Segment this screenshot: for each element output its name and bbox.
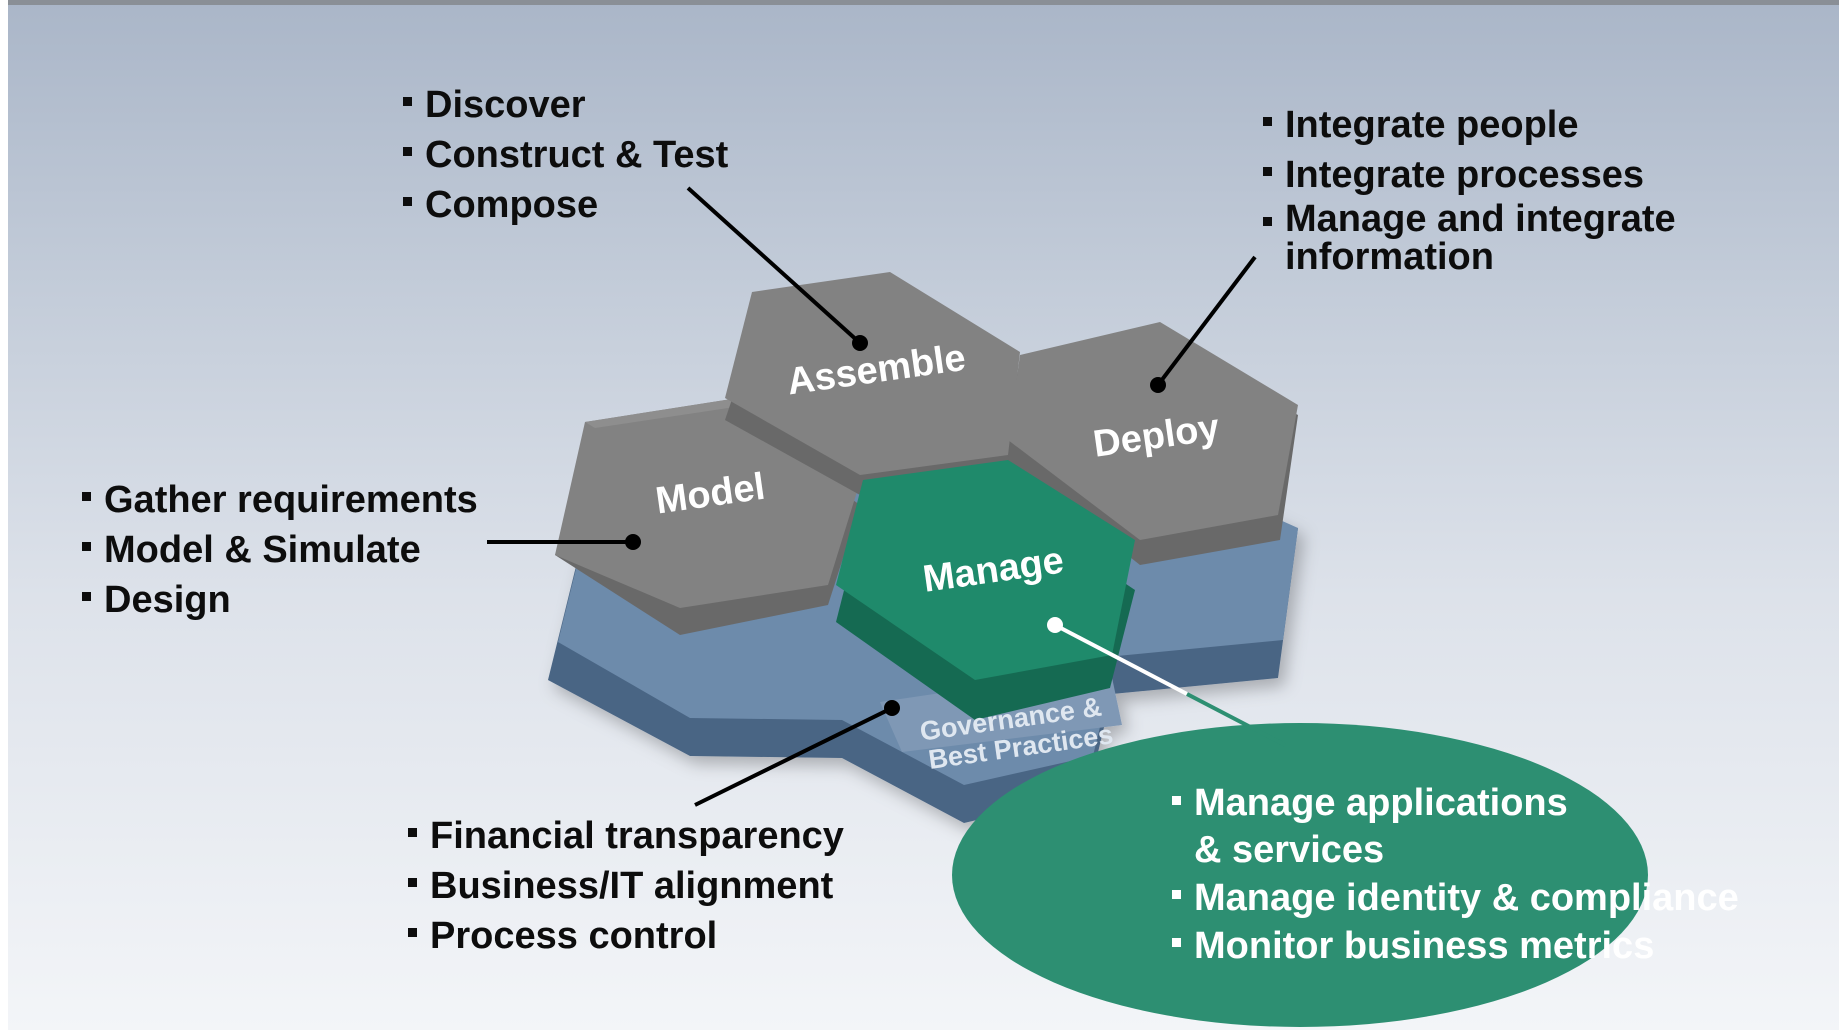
manage-connector-green <box>1186 692 1286 747</box>
manage-callout-list: Manage applications & services Manage id… <box>1172 780 1739 970</box>
callout-item: Compose <box>403 180 728 230</box>
connector-lines <box>487 186 1286 807</box>
governance-connector-dot <box>884 700 900 716</box>
manage-connector-dot <box>1047 617 1063 633</box>
assemble-connector <box>686 186 862 345</box>
callout-item: Manage applications & services <box>1172 780 1592 874</box>
callout-item: Design <box>82 575 478 625</box>
governance-callout-list: Financial transparency Business/IT align… <box>408 811 844 961</box>
callout-item: Gather requirements <box>82 475 478 525</box>
callout-item: Financial transparency <box>408 811 844 861</box>
callout-item: Manage identity & compliance <box>1172 874 1739 922</box>
callout-item: Process control <box>408 911 844 961</box>
callout-item: Integrate people <box>1263 100 1703 150</box>
deploy-connector <box>1156 255 1257 387</box>
assemble-hexagon-top <box>725 272 1020 475</box>
deploy-callout-list: Integrate people Integrate processes Man… <box>1263 100 1703 276</box>
assemble-connector-dot <box>852 335 868 351</box>
callout-item: Model & Simulate <box>82 525 478 575</box>
callout-item: Manage and integrate information <box>1263 200 1703 276</box>
governance-connector <box>694 706 893 807</box>
manage-hexagon: Manage <box>836 460 1135 720</box>
callout-item: Discover <box>403 80 728 130</box>
left-edge <box>0 0 8 1030</box>
assemble-callout-list: Discover Construct & Test Compose <box>403 80 728 230</box>
model-hexagon: Model <box>555 398 860 635</box>
callout-item: Construct & Test <box>403 130 728 180</box>
manage-connector-white <box>1054 623 1188 696</box>
deploy-hexagon-top <box>1008 322 1298 540</box>
model-callout-list: Gather requirements Model & Simulate Des… <box>82 475 478 625</box>
model-hexagon-bevel <box>585 398 748 428</box>
deploy-connector-dot <box>1150 377 1166 393</box>
manage-callout-ellipse <box>952 723 1648 1027</box>
callout-item: Integrate processes <box>1263 150 1703 200</box>
callout-item: Business/IT alignment <box>408 861 844 911</box>
assemble-hexagon: Assemble <box>725 272 1020 495</box>
top-border <box>0 0 1839 5</box>
model-connector-dot <box>625 534 641 550</box>
callout-item: Monitor business metrics <box>1172 922 1654 970</box>
